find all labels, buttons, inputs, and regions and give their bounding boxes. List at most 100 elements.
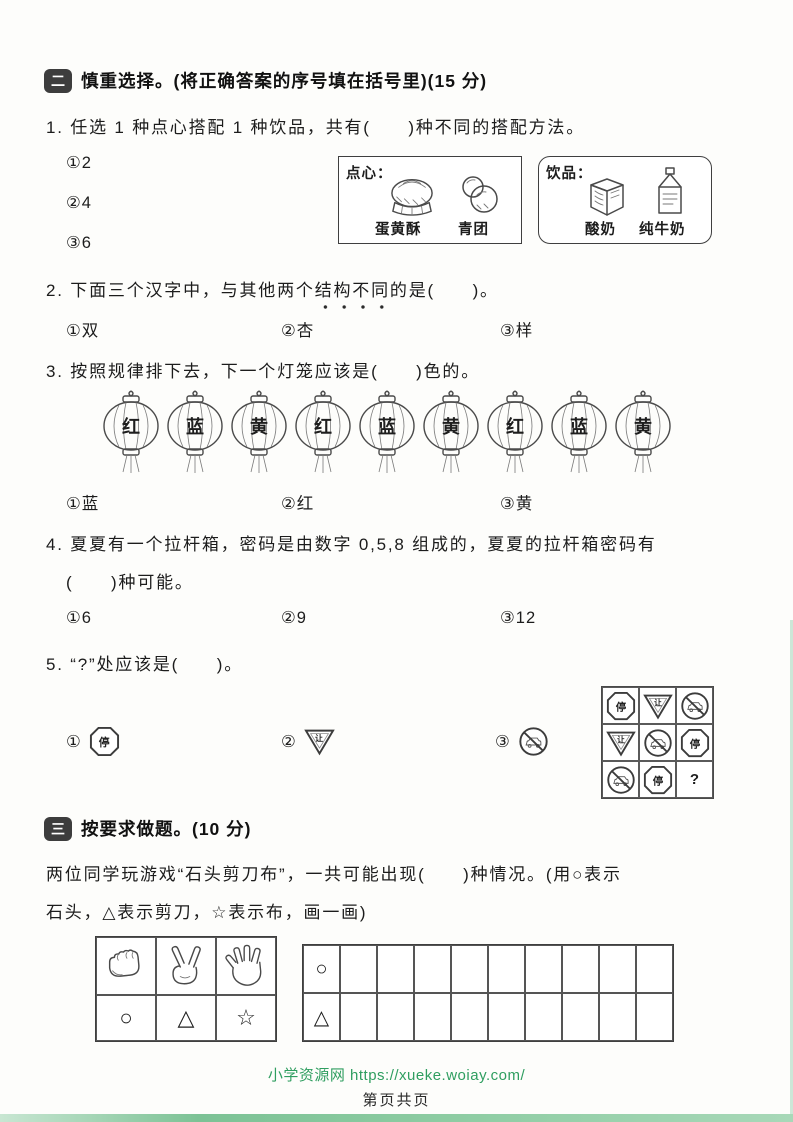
question-mark: ? (689, 771, 700, 788)
lantern-icon: 黄 (615, 390, 671, 473)
svg-text:让: 让 (617, 734, 625, 744)
answer-cell (599, 945, 636, 993)
answer-cell (377, 993, 414, 1041)
stop-sign-icon: 停 (89, 726, 119, 757)
lantern-icon: 蓝 (359, 390, 415, 473)
svg-text:停: 停 (98, 735, 110, 749)
section2-title: 慎重选择。(将正确答案的序号填在括号里)(15 分) (81, 71, 488, 91)
q5-option1-number: ① (66, 732, 82, 751)
svg-text:红: 红 (506, 416, 524, 437)
svg-text:停: 停 (615, 700, 626, 713)
scissors-symbol: △ (177, 1005, 195, 1030)
answer-cell (636, 993, 673, 1041)
answer-cell (451, 945, 488, 993)
q3-option-2: ②红 (281, 495, 315, 513)
q3-option-1: ①蓝 (66, 495, 100, 513)
q4-text-line1: 4. 夏夏有一个拉杆箱，密码是由数字 0,5,8 组成的，夏夏的拉杆箱密码有 (46, 535, 657, 554)
svg-text:让: 让 (654, 697, 662, 707)
q6-text-line1: 两位同学玩游戏“石头剪刀布”，一共可能出现( )种情况。(用○表示 (46, 865, 622, 884)
sign-grid-cell-unknown: ? (676, 761, 713, 798)
answer-cell (340, 993, 377, 1041)
q2-option-2: ②杏 (281, 322, 315, 340)
section2-badge: 二 (44, 68, 72, 93)
q1-option-1: ①2 (66, 154, 92, 172)
yield-sign-icon: 让 (304, 729, 335, 756)
traffic-sign-grid: 停 让 (601, 686, 714, 799)
answer-cell-scissors-header: △ (303, 993, 340, 1041)
rps-cell-paper-symbol: ☆ (216, 995, 276, 1041)
q2-text-before: 2. 下面三个汉字中，与其他两个 (46, 281, 315, 300)
svg-text:蓝: 蓝 (570, 417, 588, 437)
answer-cell (414, 993, 451, 1041)
rps-cell-rock-symbol: ○ (96, 995, 156, 1041)
q5-option-2: ② 让 (281, 726, 335, 757)
q1-option-3: ③6 (66, 234, 92, 252)
footer-page-text: 第页共页 (362, 1092, 431, 1109)
q5-option2-number: ② (281, 732, 297, 751)
sign-grid-cell: 停 (602, 687, 639, 724)
drink-item2-label: 纯牛奶 (639, 222, 686, 238)
footer-site-text: 小学资源网 https://xueke.woiay.com/ (267, 1067, 526, 1084)
rock-hand-icon (108, 949, 140, 977)
no-parking-sign-icon (680, 691, 709, 720)
snack-item2-label: 青团 (458, 222, 489, 238)
answer-cell (562, 945, 599, 993)
q1-option-2: ②4 (66, 194, 92, 212)
scan-edge-right (790, 620, 793, 1114)
yogurt-icon (590, 178, 624, 216)
stop-sign-icon: 停 (606, 691, 635, 720)
q4-option-3: ③12 (500, 609, 537, 627)
svg-text:黄: 黄 (250, 416, 268, 437)
answer-cell (340, 945, 377, 993)
snack-item1-label: 蛋黄酥 (375, 222, 422, 238)
lantern-row: 红 蓝 黄 (100, 388, 674, 476)
answer-cell (525, 993, 562, 1041)
sign-grid-cell (602, 761, 639, 798)
yield-sign-icon: 让 (605, 731, 636, 756)
lantern-icon: 黄 (231, 390, 287, 473)
answer-cell (488, 993, 525, 1041)
lantern-icon: 红 (295, 390, 351, 473)
snack-box: 点心： 蛋黄酥 青团 (338, 156, 522, 244)
q5-option-1: ① 停 (66, 726, 120, 757)
sign-grid-cell: 停 (639, 761, 676, 798)
answer-cell (562, 993, 599, 1041)
lantern-icon: 红 (487, 390, 543, 473)
q2-option-1: ①双 (66, 322, 100, 340)
scissors-hand-icon (171, 945, 201, 985)
sign-grid-cell: 让 (639, 687, 676, 724)
q2-text-after: 的是( )。 (389, 281, 499, 300)
q3-option-3: ③黄 (500, 495, 534, 513)
drink-item1-label: 酸奶 (585, 222, 616, 238)
svg-text:蓝: 蓝 (378, 417, 396, 437)
answer-cell (599, 993, 636, 1041)
lantern-icon: 蓝 (551, 390, 607, 473)
green-riceball-icon (462, 176, 498, 213)
q5-option-3: ③ (495, 726, 549, 757)
rps-cell-paper (216, 937, 276, 995)
rock-paper-scissors-table: ○ △ ☆ (95, 936, 277, 1042)
lantern-icon: 黄 (423, 390, 479, 473)
yield-sign-icon: 让 (642, 694, 673, 719)
no-parking-sign-icon (606, 765, 635, 794)
grid-rock-symbol: ○ (315, 957, 328, 980)
svg-text:红: 红 (314, 416, 332, 437)
egg-pastry-icon (391, 178, 433, 216)
answer-cell (525, 945, 562, 993)
answer-grid: ○ △ (302, 944, 674, 1042)
rps-cell-scissors (156, 937, 216, 995)
no-parking-sign-icon (519, 727, 548, 756)
svg-text:停: 停 (652, 774, 663, 787)
svg-text:红: 红 (122, 416, 140, 437)
paper-hand-icon (225, 944, 262, 986)
svg-text:蓝: 蓝 (186, 417, 204, 437)
answer-cell (377, 945, 414, 993)
answer-cell (414, 945, 451, 993)
drink-box-label: 饮品： (546, 166, 593, 182)
svg-text:让: 让 (315, 733, 324, 743)
sign-grid-cell (639, 724, 676, 761)
no-parking-sign-icon (643, 728, 672, 757)
sign-grid-cell (676, 687, 713, 724)
section3-badge: 三 (44, 816, 72, 841)
